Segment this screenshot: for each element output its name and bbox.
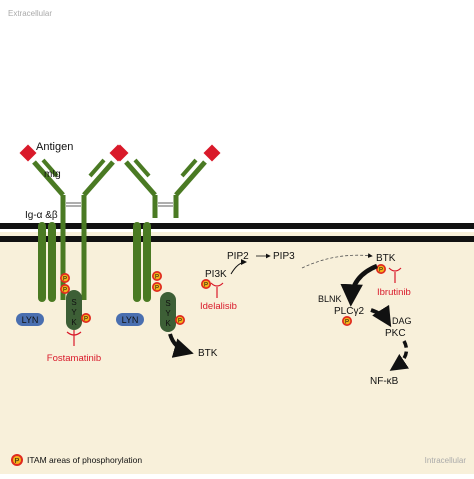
intracellular-label: Intracellular bbox=[425, 456, 467, 465]
fostamatinib-label: Fostamatinib bbox=[47, 353, 101, 364]
ig-alpha-beta-label: Ig-α &β bbox=[25, 210, 58, 221]
svg-text:P: P bbox=[63, 277, 67, 283]
blnk-label: BLNK bbox=[318, 294, 342, 304]
ibrutinib-inhibition-icon bbox=[388, 267, 402, 283]
disulfide-bonds bbox=[158, 202, 173, 207]
pkc-label: PKC bbox=[385, 328, 406, 339]
idelalisib-label: Idelalisib bbox=[200, 301, 237, 312]
svg-text:P: P bbox=[155, 286, 159, 292]
svg-text:P: P bbox=[345, 320, 349, 326]
antigen-label: Antigen bbox=[36, 141, 73, 153]
mig-label: mIg bbox=[44, 169, 61, 180]
phosphorylation-site: P bbox=[152, 271, 162, 281]
legend-label: ITAM areas of phosphorylation bbox=[27, 455, 142, 465]
cell-membrane bbox=[0, 223, 474, 242]
plc-to-dag-arrow bbox=[370, 304, 392, 328]
svg-text:P: P bbox=[178, 319, 182, 325]
pip3-to-btk-arrow bbox=[301, 253, 373, 269]
syk-to-btk-arrow bbox=[168, 333, 194, 358]
fostamatinib-inhibition-icon bbox=[66, 330, 82, 346]
btk-output-label: BTK bbox=[198, 348, 218, 359]
ibrutinib-label: Ibrutinib bbox=[377, 287, 411, 298]
extracellular-region bbox=[0, 0, 474, 232]
svg-text:K: K bbox=[71, 318, 77, 327]
lyn-kinase-2: LYN bbox=[116, 313, 144, 326]
antibody-light-chains bbox=[133, 158, 198, 178]
pkc-to-nfkb-arrow bbox=[389, 340, 410, 371]
antibody-light-chains bbox=[41, 158, 106, 178]
svg-text:P: P bbox=[63, 288, 67, 294]
extracellular-label: Extracellular bbox=[8, 9, 52, 18]
phosphorylation-site: P bbox=[81, 313, 91, 323]
phosphorylation-site: P bbox=[152, 282, 162, 292]
nfkb-label: NF-κB bbox=[370, 376, 399, 387]
svg-text:P: P bbox=[379, 268, 383, 274]
phosphorylation-site: P bbox=[60, 284, 70, 294]
pi3k-pathway: PI3K P Idelalisib PIP2 PIP3 bbox=[200, 251, 373, 312]
svg-text:Y: Y bbox=[71, 308, 77, 317]
svg-text:P: P bbox=[155, 275, 159, 281]
idelalisib-inhibition-icon bbox=[210, 282, 224, 298]
phosphorylation-site: P bbox=[175, 315, 185, 325]
svg-text:LYN: LYN bbox=[22, 315, 39, 325]
svg-text:Y: Y bbox=[165, 309, 171, 318]
ig-alpha-beta-chains bbox=[133, 222, 151, 302]
phosphorylation-site: P bbox=[60, 273, 70, 283]
legend: P ITAM areas of phosphorylation bbox=[11, 454, 142, 466]
ig-alpha-beta-chains bbox=[38, 222, 56, 302]
lyn-kinase-1: LYN bbox=[16, 313, 44, 326]
phosphorylation-site: P bbox=[201, 279, 211, 289]
svg-text:K: K bbox=[165, 319, 171, 328]
pip2-label: PIP2 bbox=[227, 251, 249, 262]
svg-text:LYN: LYN bbox=[122, 315, 139, 325]
phosphorylation-site: P bbox=[376, 264, 386, 274]
svg-text:P: P bbox=[15, 458, 20, 465]
dag-label: DAG bbox=[392, 316, 412, 326]
svg-text:S: S bbox=[165, 299, 170, 308]
pi3k-conversion-arrow bbox=[230, 259, 247, 275]
phosphorylation-site: P bbox=[342, 316, 352, 326]
pi3k-label: PI3K bbox=[205, 269, 227, 280]
btk-to-plc-arrow bbox=[340, 263, 378, 307]
btk-label: BTK bbox=[376, 253, 396, 264]
pip3-label: PIP3 bbox=[273, 251, 295, 262]
syk-kinase-1: S Y K bbox=[66, 290, 82, 330]
disulfide-bonds bbox=[66, 202, 81, 207]
antibody-heavy-chains bbox=[124, 160, 207, 218]
btk-plc-pathway: BTK P Ibrutinib BLNK PLCγ2 P DAG PKC NF-… bbox=[318, 253, 412, 387]
legend-phospho-icon: P bbox=[11, 454, 23, 466]
svg-text:S: S bbox=[71, 298, 76, 307]
syk-kinase-2: S Y K bbox=[160, 292, 176, 332]
svg-text:P: P bbox=[84, 317, 88, 323]
plcg2-label: PLCγ2 bbox=[334, 306, 364, 317]
svg-text:P: P bbox=[204, 283, 208, 289]
